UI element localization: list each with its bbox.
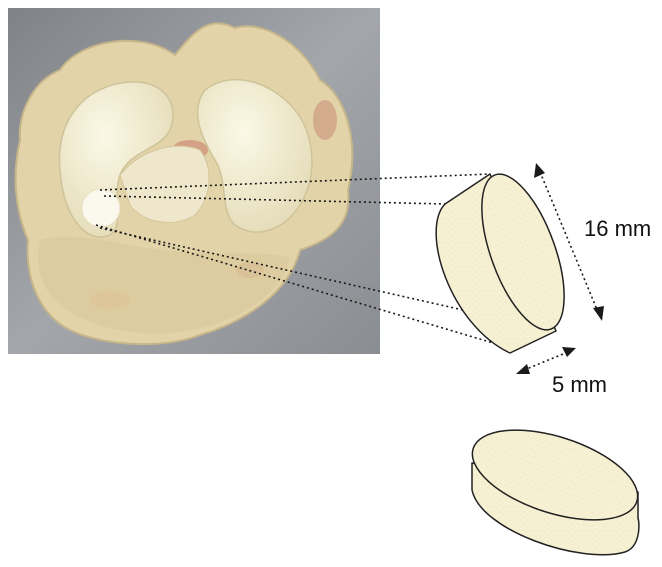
thickness-arrow-line [524, 352, 568, 370]
blood-patch [313, 100, 337, 140]
biopsy-site [82, 189, 120, 227]
cartilage-disc-lower [461, 412, 648, 554]
diameter-arrowhead-top [534, 163, 545, 178]
joint-photograph [8, 8, 380, 354]
thickness-arrowhead-left [516, 364, 530, 374]
diameter-label: 16 mm [584, 216, 651, 242]
thickness-arrow [516, 347, 576, 374]
diameter-arrowhead-bottom [593, 306, 604, 321]
thickness-arrowhead-right [562, 347, 576, 357]
thickness-label: 5 mm [552, 372, 607, 398]
cartilage-disc-upper [436, 164, 581, 353]
